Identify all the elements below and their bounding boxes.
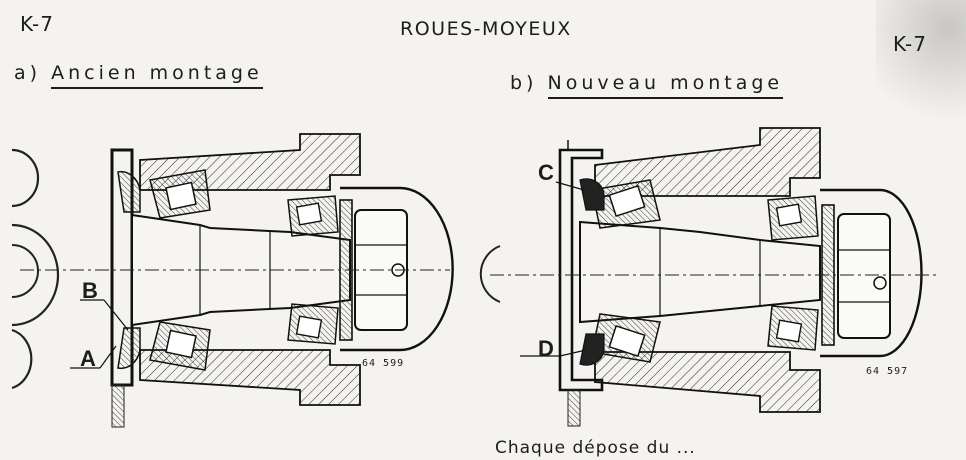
callout-d: D <box>538 336 554 361</box>
wheel-arc-bottom <box>11 328 33 390</box>
wheel-arc-mid <box>11 223 60 327</box>
seal-d <box>579 333 605 366</box>
scan-artifact <box>876 0 966 140</box>
page-ref-left: K-7 <box>20 12 54 36</box>
hub-nut-new <box>837 213 891 339</box>
leader-line-c <box>555 181 585 191</box>
leader-line-d-2 <box>559 349 587 357</box>
hub-housing-bottom-new <box>594 351 821 413</box>
callout-b: B <box>82 278 98 303</box>
figure-number-b: 64 597 <box>866 366 909 377</box>
flange-foot <box>111 384 125 428</box>
flange-plate <box>110 148 134 387</box>
outer-roller-top <box>295 202 323 226</box>
drawing-new-assembly <box>479 127 940 427</box>
hub-housing-top-new <box>594 127 821 197</box>
outer-roller-top-new <box>775 203 803 227</box>
inner-roller-bottom-new <box>608 324 646 358</box>
section-b-title: Nouveau montage <box>547 72 784 99</box>
seal-bottom <box>117 327 141 370</box>
hub-cap-new <box>820 188 923 358</box>
split-pin-hole-new <box>873 276 887 290</box>
inner-roller-top-new <box>608 184 646 218</box>
outer-roller-bottom <box>295 315 323 339</box>
section-a-prefix: a) <box>14 62 42 84</box>
flange-foot-new <box>567 389 581 427</box>
section-a-heading: a) Ancien montage <box>14 62 263 89</box>
wheel-arc-inner <box>11 244 39 298</box>
inner-roller-top <box>165 181 197 211</box>
page-ref-right: K-7 <box>893 32 927 56</box>
seal-c <box>579 178 605 211</box>
wheel-arc-right <box>479 245 501 303</box>
leader-line-a-2 <box>99 345 117 369</box>
drawing-old-assembly <box>11 133 454 428</box>
wheel-arc-top <box>11 148 40 208</box>
section-a-title: Ancien montage <box>51 62 263 89</box>
hub-cap <box>340 186 454 352</box>
leader-line-b-2 <box>103 299 129 331</box>
section-b-heading: b) Nouveau montage <box>510 72 784 99</box>
section-b-prefix: b) <box>510 72 538 94</box>
seal-top <box>117 170 141 213</box>
caption-text: Chaque dépose du ... <box>495 438 696 458</box>
figure-number-a: 64 599 <box>362 358 405 369</box>
inner-roller-bottom <box>165 329 197 359</box>
outer-roller-bottom-new <box>775 319 803 343</box>
page-title: ROUES-MOYEUX <box>400 18 572 40</box>
callout-a: A <box>80 346 96 371</box>
callout-c: C <box>538 160 554 185</box>
